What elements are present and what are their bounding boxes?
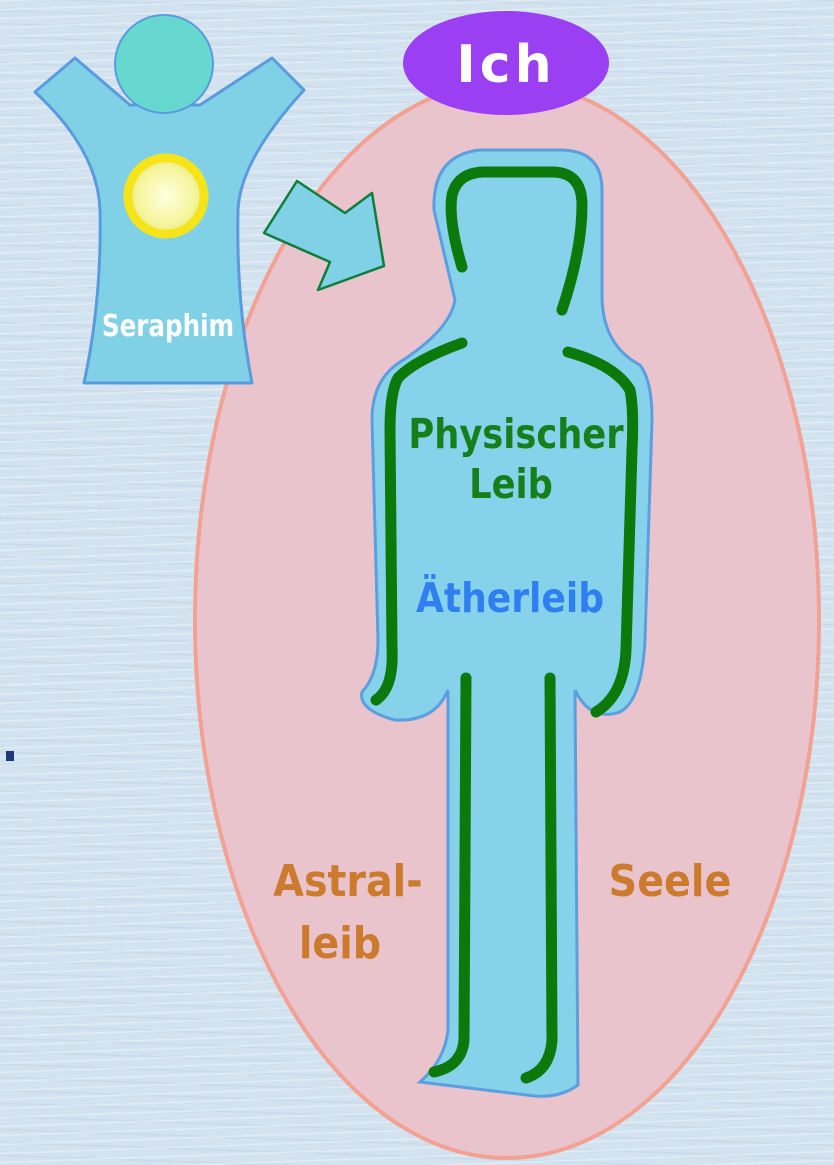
physischer-leib-label-line2: Leib <box>469 462 553 509</box>
aetherleib-label: Ätherleib <box>416 573 604 623</box>
astralleib-label-line2: leib <box>299 917 381 969</box>
ich-label: Ich <box>456 35 555 95</box>
seraphim-sun-icon <box>128 158 204 234</box>
bullet-marker <box>6 751 14 761</box>
astralleib-label-line1: Astral- <box>273 855 422 907</box>
seele-label: Seele <box>609 855 732 907</box>
physischer-leib-label-line1: Physischer <box>408 412 623 459</box>
seraphim-label: Seraphim <box>102 310 234 344</box>
seraphim-head <box>115 15 213 113</box>
